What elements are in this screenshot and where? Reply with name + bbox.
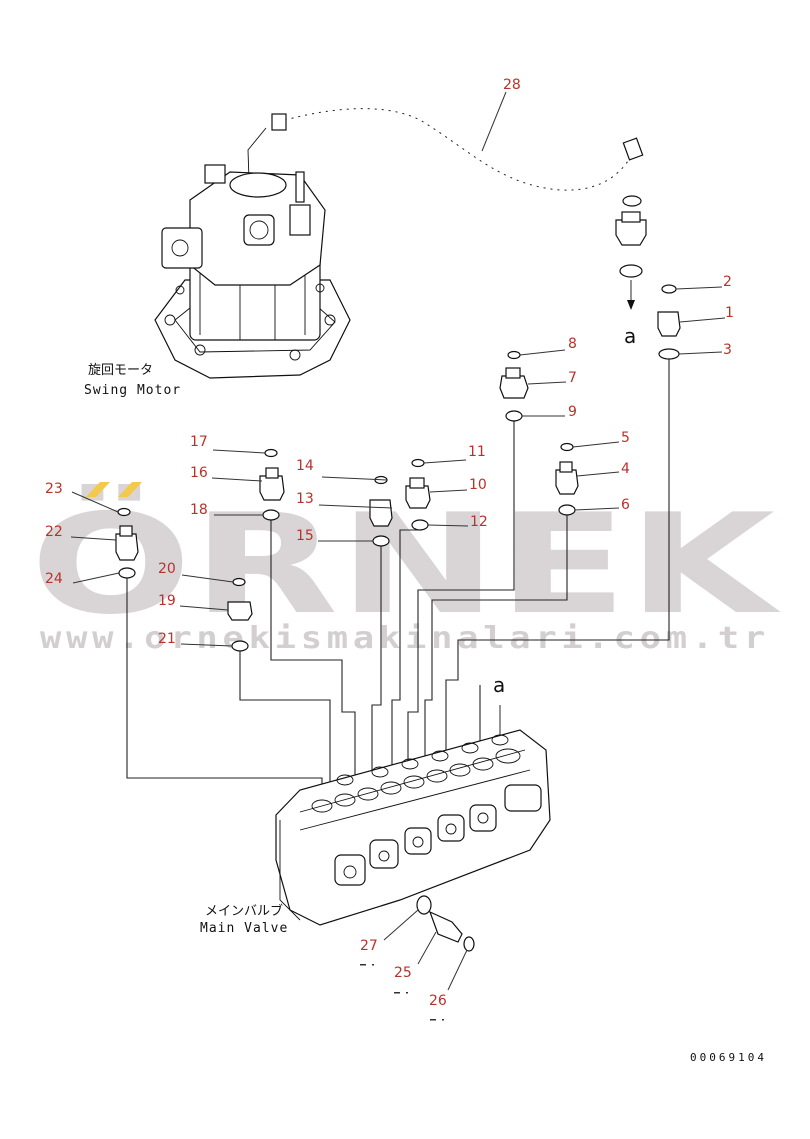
callout-21: 21 bbox=[158, 631, 176, 647]
callout-26: 26 bbox=[429, 993, 447, 1009]
watermark: ÖRNEK www.ornekismakinalari.com.tr bbox=[30, 482, 782, 656]
main-valve-label-jp: メインバルブ bbox=[205, 903, 283, 919]
callout-16: 16 bbox=[190, 465, 208, 481]
fittings bbox=[115, 350, 579, 952]
callout-19: 19 bbox=[158, 593, 176, 609]
callout-24: 24 bbox=[45, 571, 63, 587]
callout-23: 23 bbox=[45, 481, 63, 497]
callout-4: 4 bbox=[621, 461, 630, 477]
view-marker-a-top: a bbox=[624, 324, 636, 348]
callout-22: 22 bbox=[45, 524, 63, 540]
main-valve-label-en: Main Valve bbox=[200, 921, 288, 936]
callout-1: 1 bbox=[725, 305, 734, 321]
callout-2: 2 bbox=[723, 274, 732, 290]
callout-17: 17 bbox=[190, 434, 208, 450]
callout-10: 10 bbox=[469, 477, 487, 493]
callout-8: 8 bbox=[568, 336, 577, 352]
callout-6: 6 bbox=[621, 497, 630, 513]
leader-lines bbox=[70, 91, 726, 991]
callout-numbers: 1 2 3 4 5 6 7 8 9 10 11 12 13 14 15 16 1… bbox=[45, 77, 734, 1009]
callout-20: 20 bbox=[158, 561, 176, 577]
callout-14: 14 bbox=[296, 458, 314, 474]
hose-28 bbox=[247, 105, 644, 231]
swing-motor-label-jp: 旋回モータ bbox=[88, 363, 153, 378]
watermark-accent-right bbox=[118, 482, 142, 497]
main-valve: メインバルブ Main Valve bbox=[200, 729, 551, 936]
upper-right-parts: a bbox=[615, 195, 681, 360]
callout-18: 18 bbox=[190, 502, 208, 518]
callout-9: 9 bbox=[568, 404, 577, 420]
callout-12: 12 bbox=[470, 514, 488, 530]
watermark-url: www.ornekismakinalari.com.tr bbox=[40, 621, 770, 656]
callout-dashes bbox=[360, 964, 444, 1021]
swing-motor-label-en: Swing Motor bbox=[84, 383, 181, 398]
callout-13: 13 bbox=[296, 491, 314, 507]
arrow-down-icon bbox=[627, 300, 635, 310]
callout-25: 25 bbox=[394, 965, 412, 981]
callout-3: 3 bbox=[723, 342, 732, 358]
callout-15: 15 bbox=[296, 528, 314, 544]
callout-28: 28 bbox=[503, 77, 521, 93]
watermark-accent-left bbox=[86, 482, 110, 497]
callout-11: 11 bbox=[468, 444, 486, 460]
watermark-brand: ÖRNEK bbox=[30, 484, 782, 645]
doc-id: 00069104 bbox=[690, 1051, 767, 1064]
swing-motor: 旋回モータ Swing Motor bbox=[84, 164, 351, 398]
view-marker-a-bottom: a bbox=[493, 673, 505, 697]
callout-5: 5 bbox=[621, 430, 630, 446]
callout-7: 7 bbox=[568, 370, 577, 386]
callout-27: 27 bbox=[360, 938, 378, 954]
